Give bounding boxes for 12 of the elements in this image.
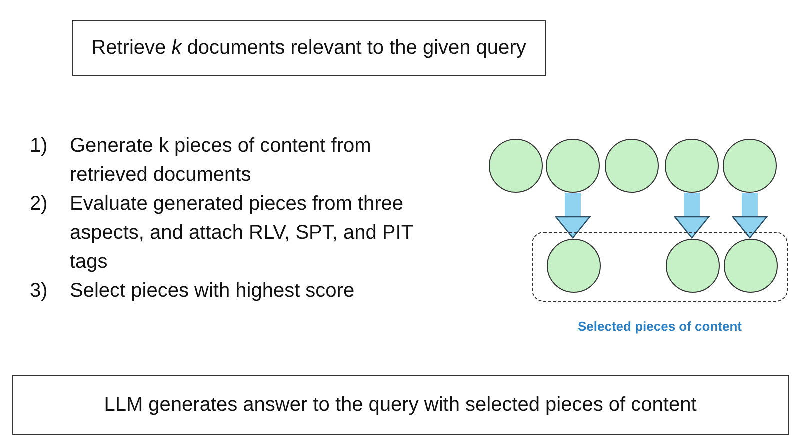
block-arrow (674, 193, 710, 239)
block-arrow (732, 193, 768, 239)
step-text: Evaluate generated pieces from three aspects, and attach RLV, SPT, and PIT tags (70, 192, 414, 275)
step-text: Generate k pieces of content from retrieved documents (70, 134, 372, 188)
list-number: 3) (30, 279, 49, 304)
list-number: 1) (30, 134, 49, 159)
block-arrow (555, 193, 591, 239)
group-caption: Selected pieces of content (577, 318, 743, 336)
step-text: Select pieces with highest score (70, 279, 355, 304)
process-box: Retrieve k documents relevant to the given query (72, 20, 546, 76)
process-box: LLM generates answer to the query with selected pieces of content (12, 375, 789, 435)
list-number: 2) (30, 192, 49, 217)
